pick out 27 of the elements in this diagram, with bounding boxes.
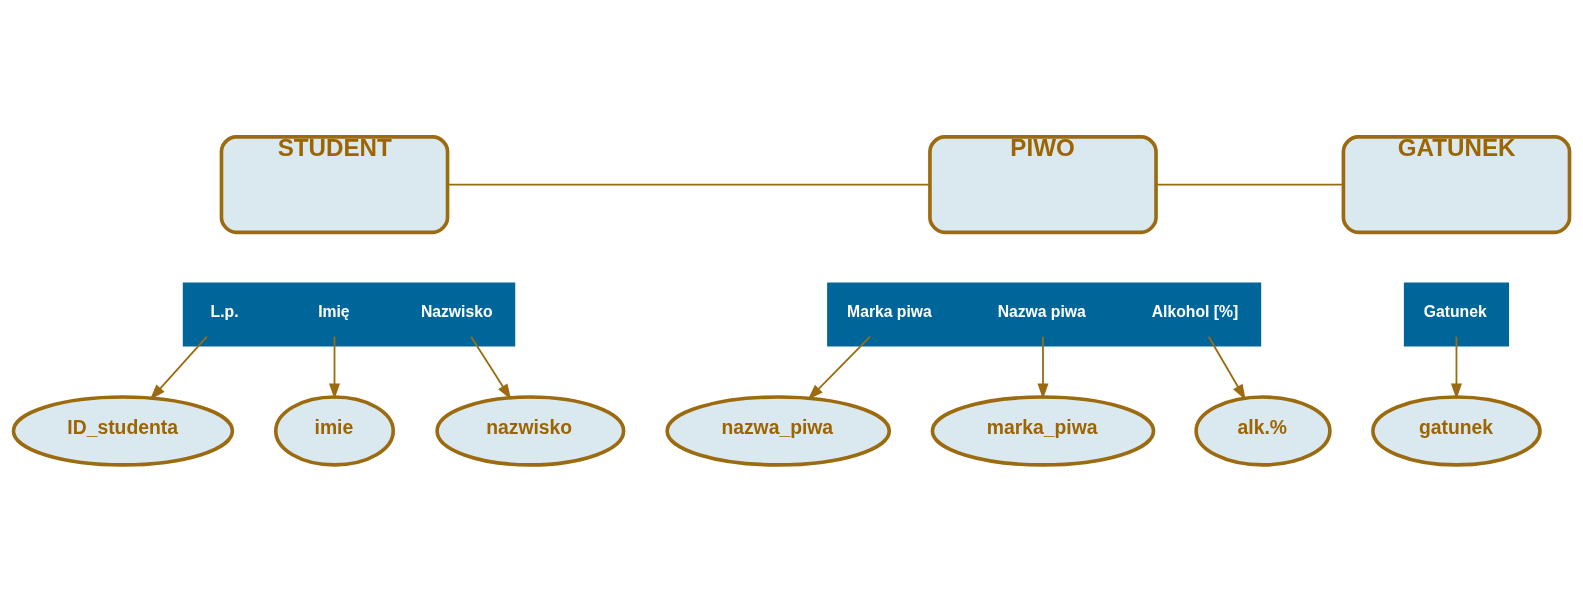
node-ellipse: imie [273, 394, 396, 467]
node-ellipse: alk.% [1194, 394, 1332, 467]
node-ellipse: ID_studenta [11, 394, 235, 467]
arrow [149, 335, 208, 400]
node-box: GATUNEK [1341, 134, 1572, 234]
node-ellipse: gatunek [1371, 394, 1542, 467]
arrow [1450, 335, 1462, 399]
node-text: Marka piwa [847, 302, 932, 320]
connector [446, 183, 931, 185]
arrow [1037, 335, 1049, 399]
node-box: STUDENT [219, 134, 450, 234]
node-ellipse: nazwa_piwa [665, 394, 892, 467]
node-text: Alkohol [%] [1151, 302, 1239, 320]
cluster [827, 282, 1262, 347]
cluster [182, 282, 516, 347]
node-ellipse: nazwisko [435, 394, 626, 467]
node-text: Gatunek [1423, 302, 1487, 320]
node-text: Imię [318, 302, 350, 320]
node-text: Nazwa piwa [997, 302, 1086, 320]
node-ellipse: marka_piwa [930, 394, 1156, 467]
cluster [1403, 282, 1510, 347]
node-text: Nazwisko [420, 302, 493, 320]
node-box: PIWO [928, 134, 1158, 234]
arrow [329, 335, 340, 399]
connector [1155, 183, 1345, 185]
arrow [807, 335, 871, 400]
node-text: L.p. [210, 302, 239, 320]
